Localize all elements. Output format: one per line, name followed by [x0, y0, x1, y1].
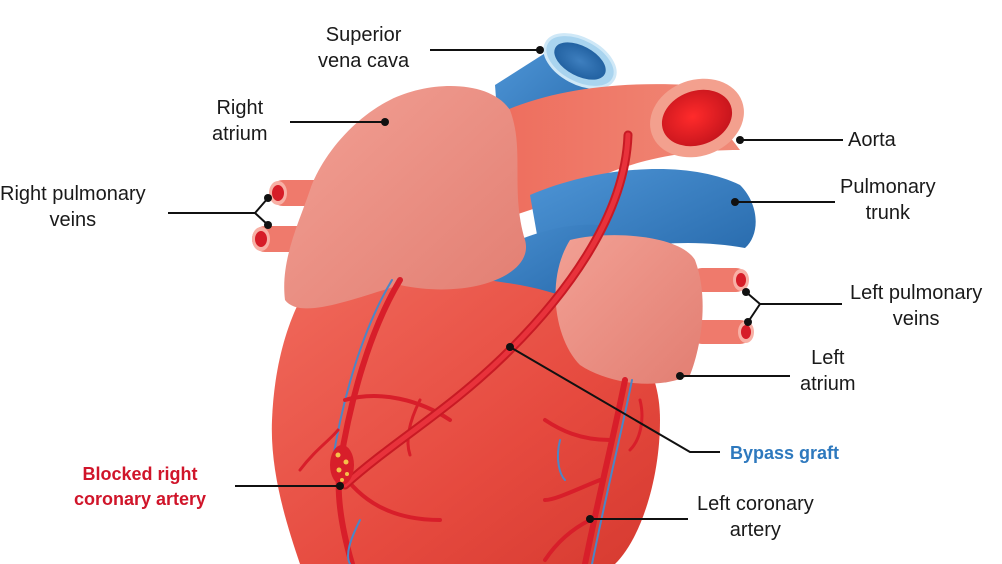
- label-left-coronary-artery: Left coronary artery: [697, 493, 814, 541]
- label-aorta: Aorta: [848, 129, 896, 151]
- left-pulmonary-veins-vessels: [690, 268, 754, 344]
- left-atrium-chamber: [555, 235, 703, 384]
- left-coronary-vessels: [543, 377, 644, 564]
- leader-dots: [264, 46, 752, 523]
- label-left-atrium: Left atrium: [800, 347, 856, 395]
- label-bypass-graft: Bypass graft: [730, 443, 840, 463]
- right-atrium-chamber: [284, 86, 527, 309]
- blockage-plaque: [330, 445, 354, 485]
- label-blocked-right-coronary-artery: Blocked right coronary artery: [74, 464, 207, 509]
- label-pulmonary-trunk: Pulmonary trunk: [840, 176, 936, 224]
- leader-lines: [168, 49, 843, 520]
- label-left-pulmonary-veins: Left pulmonary veins: [850, 282, 983, 330]
- label-right-pulmonary-veins: Right pulmonary veins: [0, 183, 146, 231]
- aorta-vessel: [470, 78, 744, 220]
- label-right-atrium: Right atrium: [212, 97, 268, 145]
- label-superior-vena-cava: Superior vena cava: [318, 24, 410, 72]
